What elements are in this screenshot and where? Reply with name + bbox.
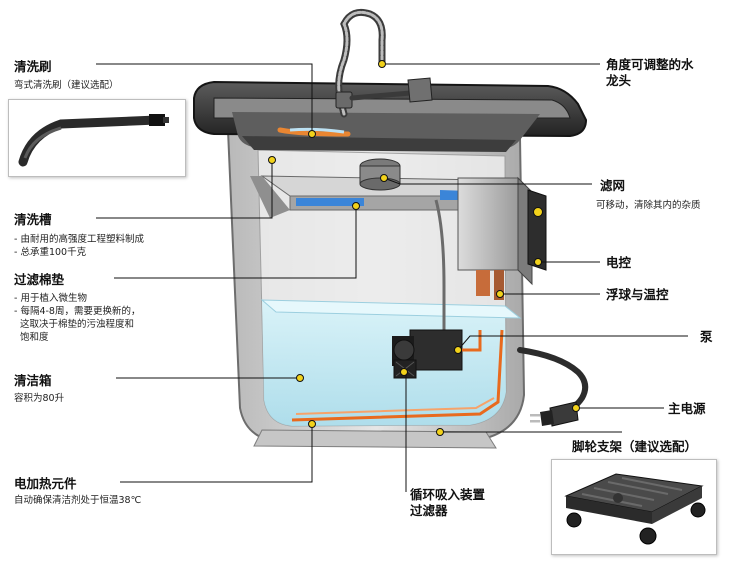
caster-inset bbox=[551, 459, 717, 555]
filter-pad-desc-line: - 用于植入微生物 bbox=[14, 293, 87, 304]
leader-lines bbox=[96, 63, 688, 492]
label-strainer-title: 滤网 bbox=[600, 178, 626, 193]
filter-pad-desc-line: - 每隔4-8周，需要更换新的， bbox=[14, 306, 141, 317]
label-filter-pad-desc: - 用于植入微生物 - 每隔4-8周，需要更换新的， 这取决于棉垫的污浊程度和 … bbox=[14, 292, 140, 344]
label-intake-title-2: 过滤器 bbox=[410, 503, 448, 518]
marker-faucet bbox=[378, 60, 386, 68]
cleaning-solution bbox=[262, 300, 506, 426]
strainer bbox=[359, 158, 401, 191]
marker-strainer bbox=[380, 174, 388, 182]
label-brush-title: 清洗刷 bbox=[14, 59, 52, 74]
label-power-title: 主电源 bbox=[668, 401, 706, 416]
label-box-desc: 容积为80升 bbox=[14, 393, 65, 404]
tank-desc-line: - 由耐用的高强度工程塑料制成 bbox=[14, 234, 144, 245]
label-heater-title: 电加热元件 bbox=[14, 476, 77, 491]
label-tank-title: 清洗槽 bbox=[14, 212, 52, 227]
curved-brush-illustration bbox=[18, 114, 169, 167]
marker-brush bbox=[308, 130, 316, 138]
marker-tank bbox=[268, 156, 276, 164]
callout-markers bbox=[268, 60, 580, 436]
label-faucet-title-2: 龙头 bbox=[606, 73, 632, 88]
marker-intake bbox=[400, 368, 408, 376]
faucet bbox=[335, 8, 433, 118]
label-intake-title-1: 循环吸入装置 bbox=[410, 487, 486, 502]
heating-pipe bbox=[291, 329, 504, 422]
brush-inset bbox=[8, 99, 186, 177]
label-box-title: 清洁箱 bbox=[14, 373, 52, 388]
label-float-title: 浮球与温控 bbox=[606, 287, 669, 302]
tank-desc-line: - 总承重100千克 bbox=[14, 247, 87, 258]
pump bbox=[392, 329, 482, 371]
label-pump-title: 泵 bbox=[700, 329, 713, 344]
filter-pad-desc-line: 这取决于棉垫的污浊程度和 bbox=[14, 319, 135, 330]
filter-pad-desc-line: 饱和度 bbox=[14, 332, 49, 343]
drain-tube bbox=[434, 199, 446, 330]
label-filter-pad-title: 过滤棉垫 bbox=[14, 272, 65, 287]
label-brush-desc: 弯式清洗刷（建议选配） bbox=[14, 80, 119, 91]
power-cord bbox=[517, 347, 589, 427]
label-faucet-title-1: 角度可调整的水 bbox=[606, 57, 694, 72]
marker-pump bbox=[454, 346, 462, 354]
marker-float bbox=[496, 290, 504, 298]
water-surface bbox=[260, 299, 522, 319]
marker-control bbox=[534, 258, 542, 266]
marker-power bbox=[572, 404, 580, 412]
label-tank-desc: - 由耐用的高强度工程塑料制成 - 总承重100千克 bbox=[14, 233, 144, 259]
sink-basin bbox=[193, 80, 588, 152]
label-caster-title: 脚轮支架（建议选配） bbox=[572, 439, 698, 454]
control-box bbox=[457, 176, 547, 300]
basin-brush bbox=[277, 127, 351, 137]
label-control-title: 电控 bbox=[606, 255, 632, 270]
caster-stand-illustration bbox=[564, 473, 706, 545]
marker-box bbox=[296, 374, 304, 382]
label-strainer-desc: 可移动，清除其内的杂质 bbox=[596, 200, 701, 211]
marker-filter-pad bbox=[352, 202, 360, 210]
marker-caster bbox=[436, 428, 444, 436]
label-heater-desc: 自动确保清洁剂处于恒温38℃ bbox=[14, 495, 142, 506]
marker-heater bbox=[308, 420, 316, 428]
